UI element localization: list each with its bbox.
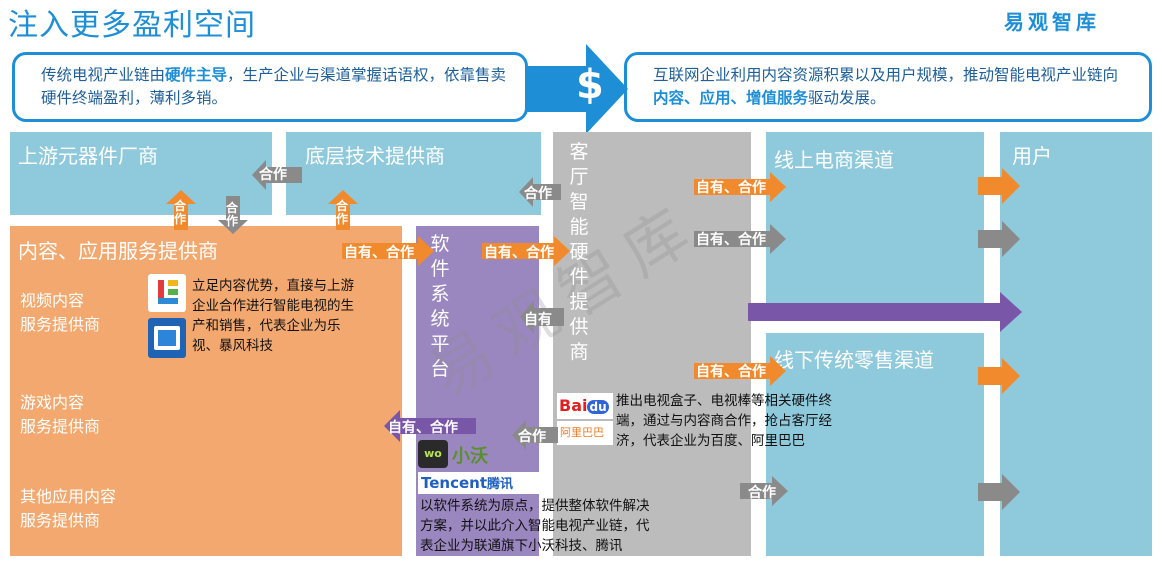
- desc-hardware-line3: 济，代表企业为百度、阿里巴巴: [616, 433, 805, 449]
- wo-logo: wo: [418, 440, 448, 468]
- desc-video-line4: 视、暴风科技: [192, 338, 273, 354]
- arrow-upstream-content-down: [218, 196, 248, 234]
- arrow-software-hardware: [482, 236, 570, 266]
- heading-upstream: 上游元器件厂商: [18, 144, 158, 168]
- baidu-logo-text: Bai: [559, 396, 588, 415]
- label-coop-offline: 合作: [748, 485, 776, 501]
- label-own-coop-content-software: 自有、合作: [344, 245, 414, 261]
- arrow-direct-user: [748, 292, 1022, 332]
- label-coop-vertical-1-text: 合作: [174, 199, 187, 226]
- label-coop-vertical-2-text: 合作: [226, 201, 239, 228]
- label-own-coop-online-2: 自有、合作: [696, 232, 766, 248]
- arrow-hardware-software-coop: [512, 420, 558, 450]
- callout-right-bold: 内容、应用、增值服务: [653, 89, 809, 107]
- label-coop-vertical-2: 合作: [226, 202, 240, 228]
- desc-hardware-line2: 端，通过与内容商合作，抢占客厅经: [616, 413, 832, 429]
- content-item-video: 视频内容 服务提供商: [20, 289, 100, 337]
- arrow-hardware-software-own: [520, 300, 564, 334]
- wo-logo-name: 小沃: [452, 446, 488, 467]
- callout-left-text-1: 传统电视产业链由: [41, 66, 166, 84]
- callout-left-bold: 硬件主导: [165, 66, 228, 84]
- callout-right-text-2: 驱动发展。: [808, 89, 886, 107]
- desc-hardware: 推出电视盒子、电视棒等相关硬件终 端，通过与内容商合作，抢占客厅经 济，代表企业…: [616, 391, 832, 451]
- callout-right-text-1: 互联网企业利用内容资源积累以及用户规模，推动智能电视产业链向: [653, 66, 1119, 84]
- arrow-tech-upstream: [252, 160, 302, 190]
- desc-video-line1: 立足内容优势，直接与上游: [192, 278, 354, 294]
- content-item-game-line2: 服务提供商: [20, 417, 101, 436]
- tencent-logo-cn: 腾讯: [487, 477, 514, 492]
- label-coop-tech: 合作: [259, 167, 287, 183]
- label-own-coop-software-hardware: 自有、合作: [484, 245, 554, 261]
- arrow-content-software: [342, 236, 434, 266]
- heading-software: 软件系统平台: [430, 233, 450, 380]
- block-offline: [766, 333, 984, 556]
- label-coop-vertical-3-text: 合作: [336, 199, 349, 226]
- label-coop-hardware-tech: 合作: [524, 186, 552, 202]
- label-coop-hardware-software: 合作: [518, 429, 546, 445]
- arrow-hardware-offline: [694, 356, 786, 386]
- desc-hardware-line1: 推出电视盒子、电视棒等相关硬件终: [616, 393, 832, 409]
- block-online: [766, 132, 984, 318]
- baidu-logo-du: du: [587, 400, 609, 414]
- tencent-logo: Tencent腾讯: [418, 472, 539, 494]
- heading-hardware: 客厅智能硬件提供商: [569, 141, 589, 363]
- arrow-hardware-online: [694, 172, 786, 202]
- desc-video: 立足内容优势，直接与上游 企业合作进行智能电视的生 产和销售，代表企业为乐 视、…: [192, 276, 354, 356]
- alibaba-logo: 阿里巴巴: [557, 421, 613, 445]
- content-item-game-line1: 游戏内容: [20, 393, 85, 412]
- desc-software-line1: 以软件系统为原点，提供整体软件解决: [420, 498, 650, 514]
- content-item-game: 游戏内容 服务提供商: [20, 391, 100, 439]
- content-item-other-line1: 其他应用内容: [20, 487, 117, 506]
- content-item-other-line2: 服务提供商: [20, 511, 101, 530]
- label-own-coop-offline: 自有、合作: [696, 364, 766, 380]
- desc-software-line2: 方案，并以此介入智能电视产业链，代: [420, 518, 650, 534]
- arrow-online-user-2: [978, 221, 1020, 257]
- heading-content: 内容、应用服务提供商: [18, 239, 218, 263]
- callout-right: 互联网企业利用内容资源积累以及用户规模，推动智能电视产业链向内容、应用、增值服务…: [624, 52, 1152, 122]
- block-software: [416, 226, 539, 556]
- block-content: [10, 226, 402, 556]
- label-own-coop-online-1: 自有、合作: [696, 180, 766, 196]
- arrow-content-tech-up: [328, 190, 358, 230]
- arrow-hardware-tech: [519, 177, 561, 207]
- content-item-video-line2: 服务提供商: [20, 315, 101, 334]
- heading-tech: 底层技术提供商: [305, 144, 445, 168]
- arrow-online-user-1: [978, 168, 1020, 204]
- alibaba-logo-text: 阿里巴巴: [560, 426, 604, 439]
- heading-user: 用户: [1012, 144, 1052, 168]
- letv-logo: [148, 274, 186, 312]
- baofeng-logo: [148, 318, 186, 358]
- content-item-video-line1: 视频内容: [20, 291, 85, 310]
- desc-video-line3: 产和销售，代表企业为乐: [192, 318, 341, 334]
- arrow-hardware-offline-coop: [740, 476, 788, 506]
- heading-online: 线上电商渠道: [774, 148, 894, 172]
- label-coop-vertical-3: 合作: [336, 200, 350, 226]
- page-title: 注入更多盈利空间: [8, 8, 256, 43]
- content-item-other: 其他应用内容 服务提供商: [20, 485, 116, 533]
- arrow-offline-user-2: [978, 474, 1020, 510]
- brand-logo: 易观智库: [1004, 10, 1100, 34]
- block-tech: [286, 132, 541, 215]
- block-hardware: [553, 132, 751, 556]
- arrow-content-upstream-up: [166, 190, 196, 230]
- callout-left-text-2: ，生产企业与渠道掌握话语权，依靠售卖硬件终端盈利，薄利多销。: [41, 66, 507, 107]
- arrow-hardware-online-2: [694, 224, 786, 254]
- label-coop-vertical-1: 合作: [174, 200, 188, 226]
- arrow-offline-user-1: [978, 358, 1020, 394]
- wo-logo-badge: wo: [424, 447, 442, 460]
- callout-left: 传统电视产业链由硬件主导，生产企业与渠道掌握话语权，依靠售卖硬件终端盈利，薄利多…: [12, 52, 528, 122]
- arrow-software-content: [384, 410, 476, 442]
- dollar-icon: $: [576, 62, 604, 108]
- heading-offline: 线下传统零售渠道: [774, 348, 934, 372]
- block-user: [1000, 132, 1152, 556]
- desc-software: 以软件系统为原点，提供整体软件解决 方案，并以此介入智能电视产业链，代 表企业为…: [420, 496, 650, 556]
- label-own: 自有: [524, 312, 552, 328]
- desc-software-line3: 表企业为联通旗下小沃科技、腾讯: [420, 538, 623, 554]
- transition-arrow: [526, 44, 628, 134]
- desc-video-line2: 企业合作进行智能电视的生: [192, 298, 354, 314]
- tencent-logo-text: Tencent: [421, 474, 488, 492]
- label-own-coop-software-content: 自有、合作: [388, 420, 458, 436]
